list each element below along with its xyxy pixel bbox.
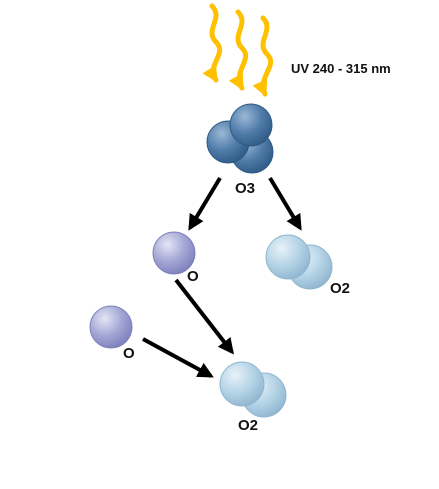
arrow-ozone-to-oxygen-atom <box>188 176 222 231</box>
uv-label: UV 240 - 315 nm <box>291 61 391 76</box>
ozone-label: O3 <box>235 180 255 197</box>
oxygen-molecule-label-2: O2 <box>238 417 258 434</box>
second-oxygen-atom-icon <box>89 305 133 349</box>
oxygen-molecule-atom-left <box>265 234 311 280</box>
ozone-molecule-icon <box>206 103 274 174</box>
arrow-oxygen-atom-to-new-molecule <box>174 278 234 355</box>
new-oxygen-molecule-icon <box>219 361 287 418</box>
oxygen-molecule-icon <box>265 234 333 290</box>
oxygen-atom-icon <box>152 231 196 275</box>
new-oxygen-molecule-atom-left <box>219 361 265 407</box>
uv-wave-3 <box>252 15 274 97</box>
ozone-atom-top <box>229 103 273 147</box>
uv-waves-icon <box>202 3 274 97</box>
uv-wave-1 <box>202 3 223 83</box>
arrow-ozone-to-oxygen-molecule <box>268 176 302 231</box>
oxygen-atom-label-2: O <box>123 345 135 362</box>
uv-wave-2 <box>228 9 249 91</box>
oxygen-molecule-label-1: O2 <box>330 280 350 297</box>
arrow-second-oxygen-atom-to-new-molecule <box>142 337 214 378</box>
oxygen-atom-label-1: O <box>187 268 199 285</box>
